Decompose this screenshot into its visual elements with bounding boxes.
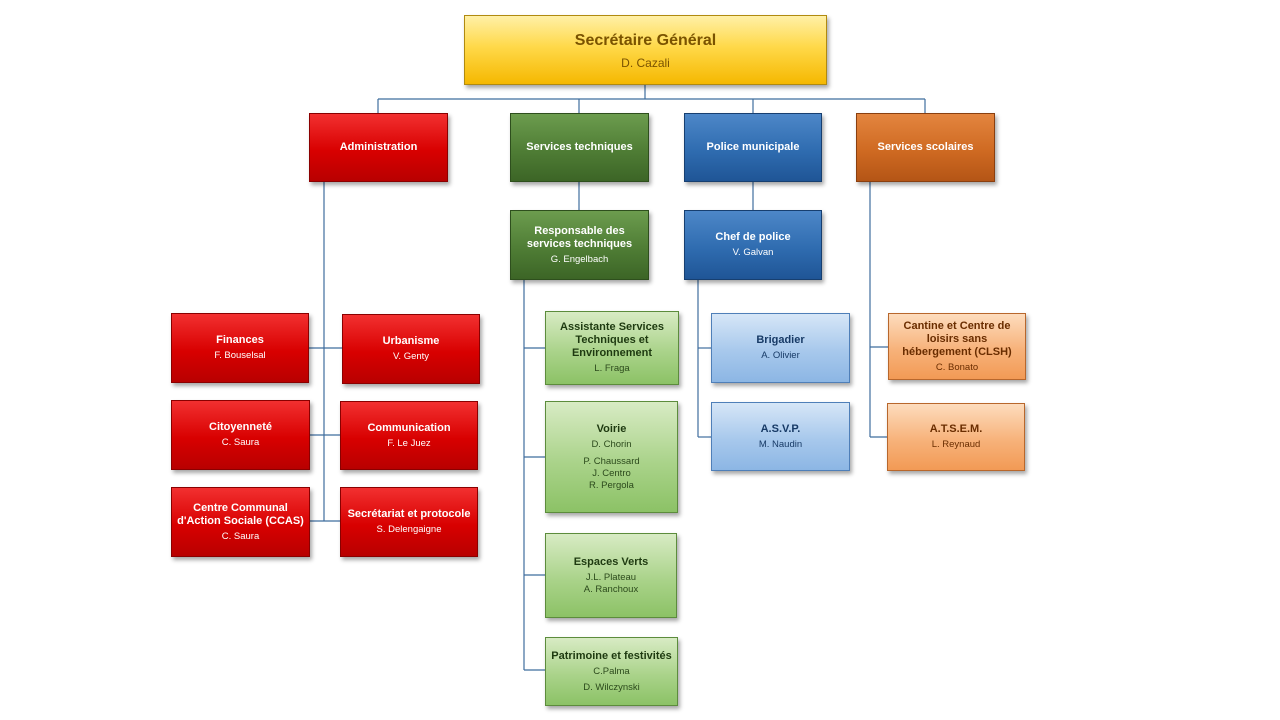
cantine-clsh-box: Cantine et Centre de loisirs sans héberg… (888, 313, 1026, 380)
responsable-title: Responsable des services techniques (526, 224, 633, 250)
urbanisme-box: Urbanisme V. Genty (342, 314, 480, 384)
ccas-box: Centre Communal d'Action Sociale (CCAS) … (171, 487, 310, 557)
asvp-box: A.S.V.P. M. Naudin (711, 402, 850, 471)
voirie-person: D. Chorin (591, 438, 632, 450)
services-scolaires-box: Services scolaires (856, 113, 995, 182)
ccas-person: C. Saura (221, 530, 260, 542)
assistante-box: Assistante Services Techniques et Enviro… (545, 311, 679, 385)
administration-box: Administration (309, 113, 448, 182)
citoyennete-box: Citoyenneté C. Saura (171, 400, 310, 470)
voirie-title: Voirie (596, 422, 627, 435)
secretariat-box: Secrétariat et protocole S. Delengaigne (340, 487, 478, 557)
atsem-title: A.T.S.E.M. (929, 423, 983, 435)
communication-person: F. Le Juez (387, 437, 431, 449)
secretariat-title: Secrétariat et protocole (347, 508, 471, 520)
services-techniques-title: Services techniques (526, 141, 633, 153)
urbanisme-person: V. Genty (392, 351, 430, 362)
asvp-title: A.S.V.P. (760, 422, 801, 435)
chef-person: V. Galvan (732, 247, 774, 258)
ccas-title: Centre Communal d'Action Sociale (CCAS) (177, 501, 304, 527)
chef-de-police-box: Chef de police V. Galvan (684, 210, 822, 280)
finances-box: Finances F. Bouselsal (171, 313, 309, 383)
secretariat-person: S. Delengaigne (376, 524, 442, 535)
services-scolaires-title: Services scolaires (877, 141, 974, 153)
assistante-person: L. Fraga (594, 363, 630, 374)
voirie-person: P. Chaussard (583, 455, 640, 467)
voirie-box: Voirie D. Chorin P. Chaussard J. Centro … (545, 401, 678, 513)
responsable-techniques-box: Responsable des services techniques G. E… (510, 210, 649, 280)
citoyennete-title: Citoyenneté (209, 421, 272, 433)
responsable-person: G. Engelbach (550, 253, 609, 265)
finances-title: Finances (216, 334, 264, 346)
police-municipale-title: Police municipale (706, 141, 800, 153)
patrimoine-person: D. Wilczynski (583, 681, 640, 693)
espaces-verts-title: Espaces Verts (573, 555, 649, 568)
root-title: Secrétaire Général (574, 32, 717, 49)
espaces-verts-person: J.L. Plateau (585, 571, 637, 583)
services-techniques-box: Services techniques (510, 113, 649, 182)
assistante-title: Assistante Services Techniques et Enviro… (560, 321, 664, 359)
atsem-box: A.T.S.E.M. L. Reynaud (887, 403, 1025, 471)
communication-box: Communication F. Le Juez (340, 401, 478, 470)
espaces-verts-person: A. Ranchoux (583, 583, 639, 595)
chef-title: Chef de police (715, 231, 791, 243)
espaces-verts-box: Espaces Verts J.L. Plateau A. Ranchoux (545, 533, 677, 618)
brigadier-title: Brigadier (756, 334, 805, 346)
secretaire-general-box: Secrétaire Général D. Cazali (464, 15, 827, 85)
urbanisme-title: Urbanisme (382, 335, 440, 347)
administration-title: Administration (339, 141, 418, 153)
voirie-person: J. Centro (592, 467, 631, 479)
cantine-title: Cantine et Centre de loisirs sans héberg… (902, 319, 1012, 358)
brigadier-person: A. Olivier (761, 350, 800, 361)
communication-title: Communication (367, 421, 451, 434)
voirie-person: R. Pergola (589, 479, 634, 491)
patrimoine-box: Patrimoine et festivités C.Palma D. Wilc… (545, 637, 678, 706)
atsem-person: L. Reynaud (931, 439, 981, 450)
patrimoine-title: Patrimoine et festivités (551, 649, 672, 662)
brigadier-box: Brigadier A. Olivier (711, 313, 850, 383)
root-person: D. Cazali (621, 56, 670, 70)
asvp-person: M. Naudin (758, 438, 803, 450)
cantine-person: C. Bonato (935, 361, 979, 373)
patrimoine-person: C.Palma (593, 665, 630, 677)
finances-person: F. Bouselsal (214, 350, 266, 361)
police-municipale-box: Police municipale (684, 113, 822, 182)
citoyennete-person: C. Saura (221, 437, 260, 448)
